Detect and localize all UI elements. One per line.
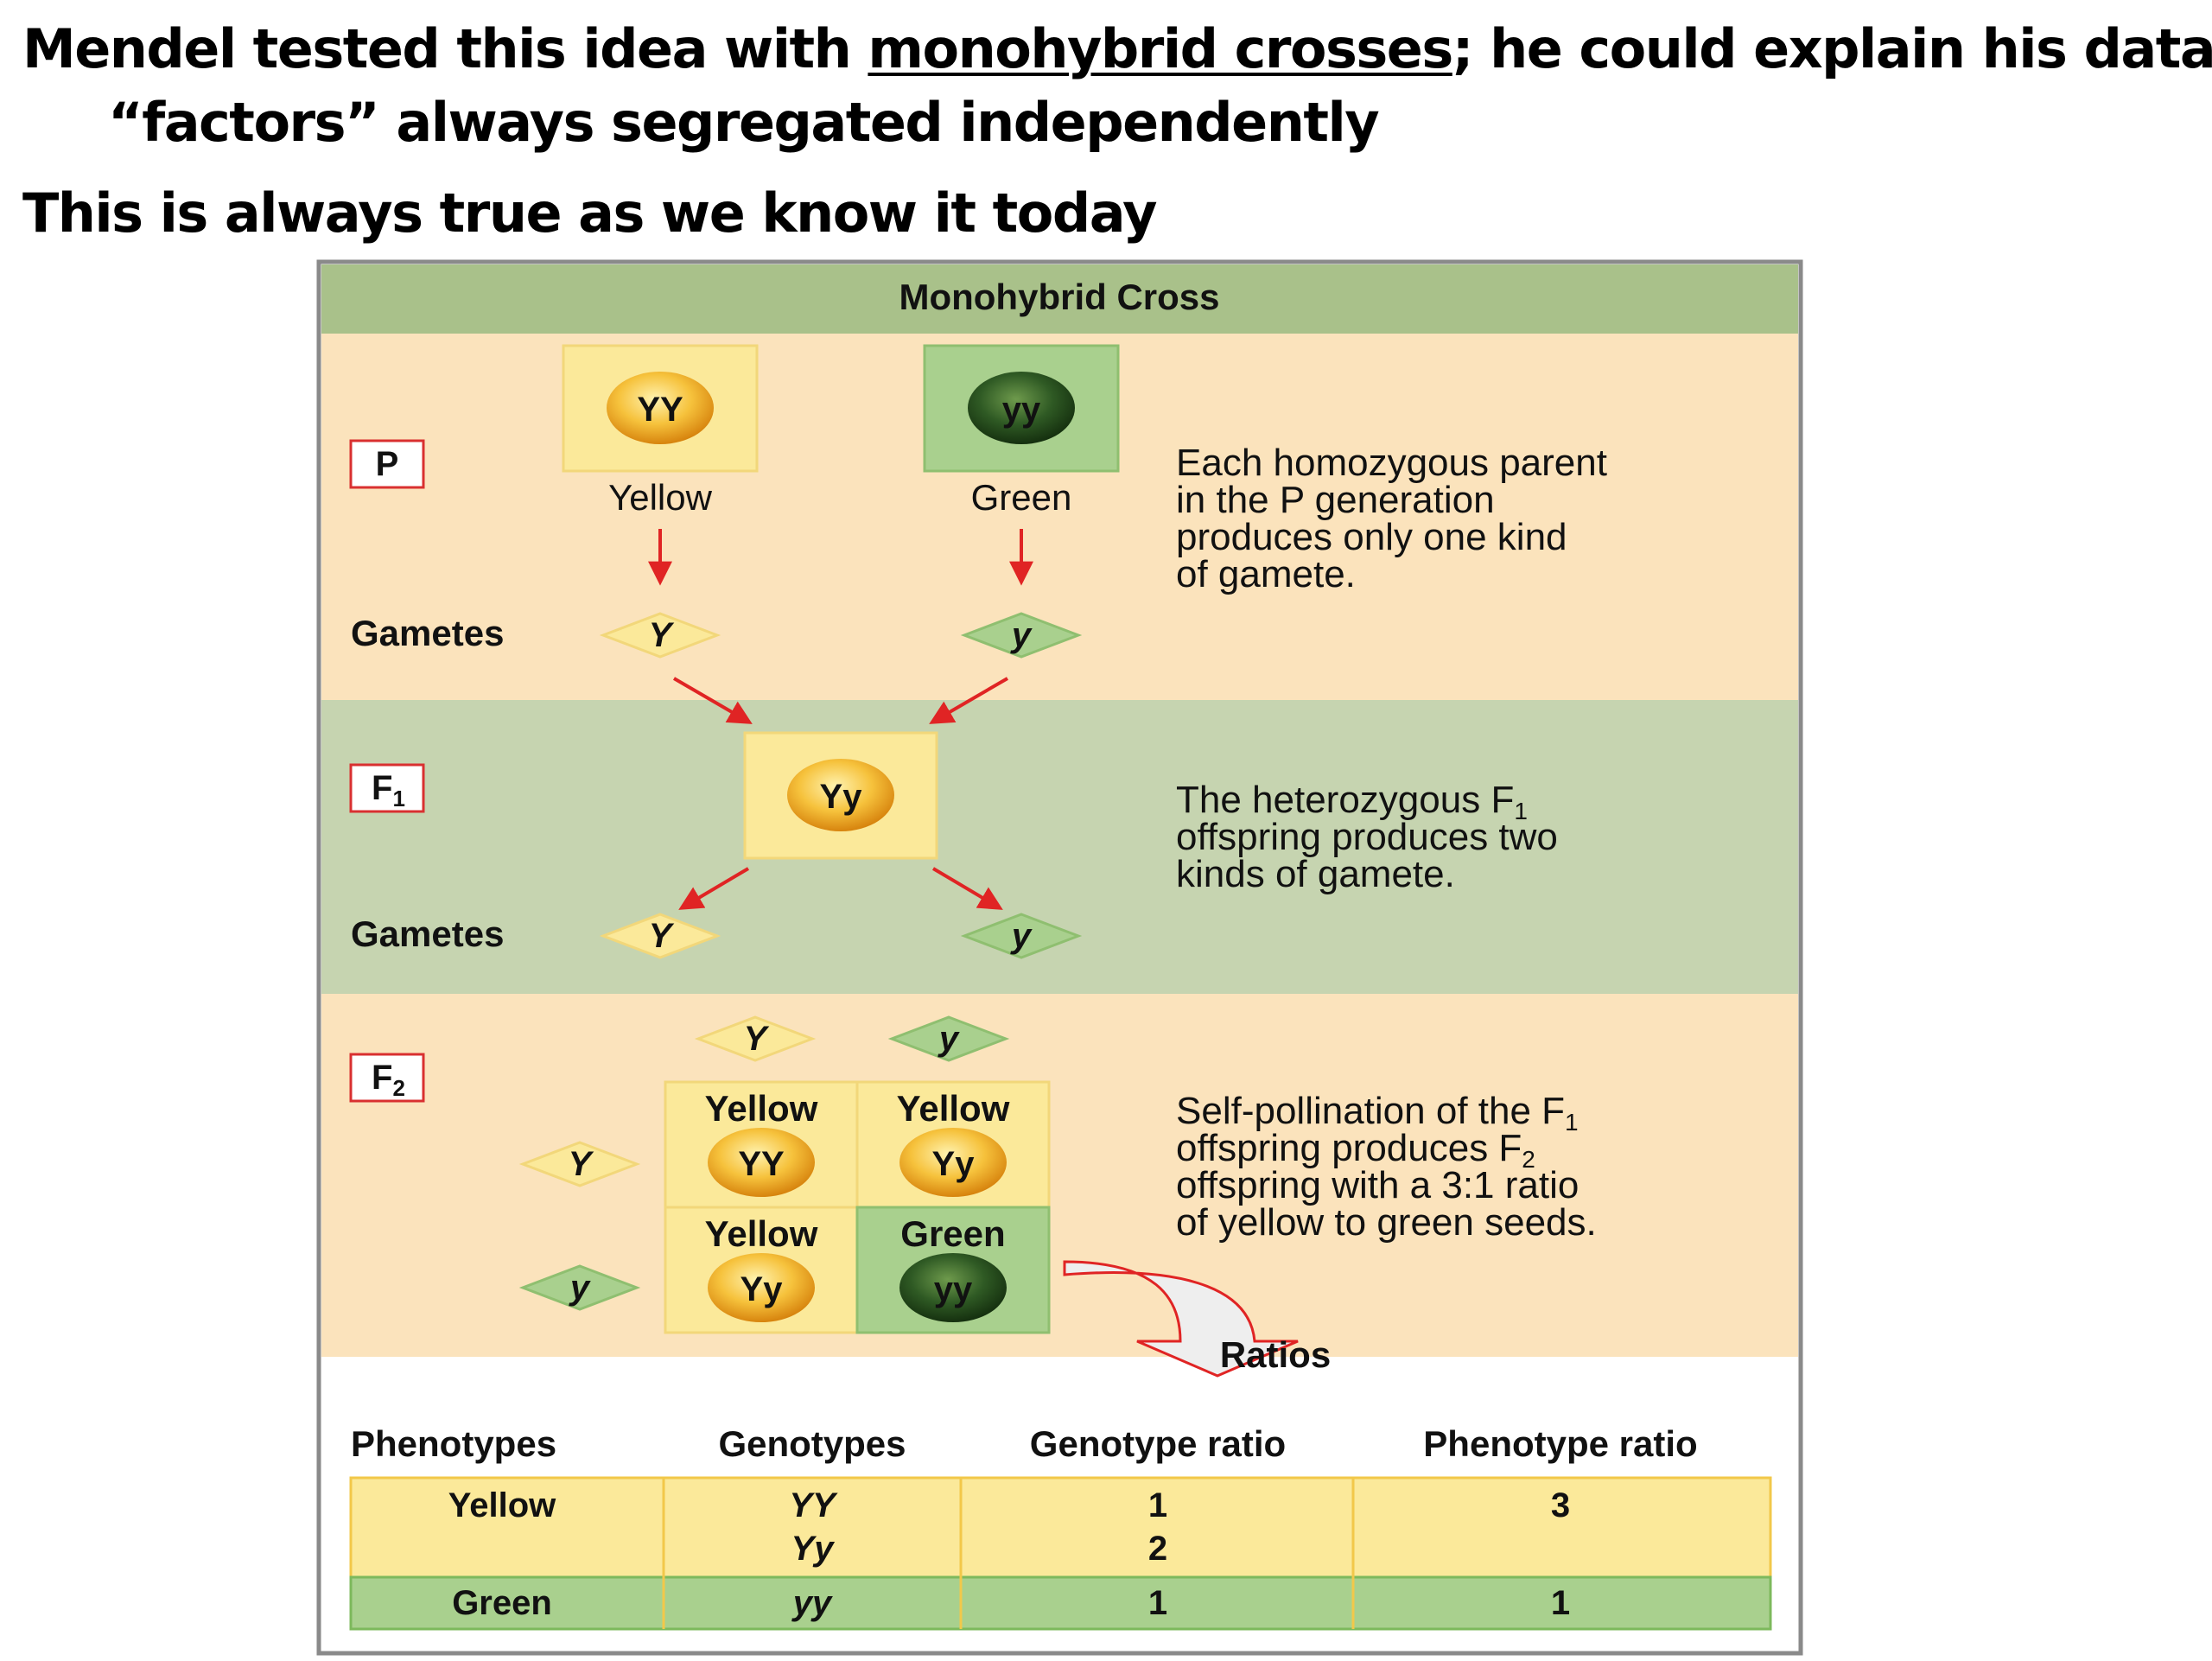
table-cell-genotype-ratio: 2 — [1148, 1530, 1167, 1568]
table-header-genotype-ratio: Genotype ratio — [1030, 1423, 1286, 1464]
green-seed-icon — [899, 1253, 1007, 1322]
parent-green-label: Green — [971, 477, 1072, 518]
f2-description: Self-pollination of the F1 offspring pro… — [1176, 1090, 1597, 1244]
gamete-y-diamond-icon — [960, 612, 1083, 659]
gamete-Y-diamond-icon — [694, 1015, 817, 1062]
f1-gamete-1: Y — [649, 917, 675, 955]
heading-text: ; he could explain his data if — [1452, 17, 2212, 80]
table-row — [349, 1575, 1772, 1631]
arrow-converge-icon — [672, 677, 753, 724]
title-band — [321, 264, 1798, 334]
f1-generation-label-box — [349, 763, 425, 813]
f1-gametes-label: Gametes — [351, 913, 504, 954]
parent-green-genotype: yy — [1002, 391, 1041, 429]
heading-line-3: This is always true as we know it today — [22, 181, 1158, 245]
punnett-cell-phenotype: Yellow — [705, 1088, 818, 1129]
p-gametes-label: Gametes — [351, 613, 504, 653]
yellow-seed-icon — [708, 1253, 815, 1322]
table-cell-genotype: YY — [789, 1486, 838, 1524]
table-cell-phenotype-ratio: 3 — [1551, 1486, 1570, 1524]
green-seed-icon — [968, 372, 1075, 444]
gamete-Y-diamond-icon — [518, 1141, 641, 1187]
f1-gamete-2: y — [1010, 917, 1033, 955]
yellow-seed-icon — [708, 1128, 815, 1197]
yellow-seed-icon — [607, 372, 714, 444]
ratios-arrow-icon — [1063, 1260, 1299, 1378]
punnett-cell-genotype: yy — [934, 1270, 973, 1308]
table-cell-phenotype: Yellow — [448, 1486, 556, 1524]
monohybrid-cross-figure: Monohybrid Cross P YY Yellow yy Green Ga… — [316, 259, 1805, 1661]
parent-yellow-genotype: YY — [637, 391, 683, 429]
f1-description: The heterozygous F1 offspring produces t… — [1176, 779, 1568, 895]
arrow-converge-icon — [929, 677, 1009, 724]
table-cell-phenotype: Green — [452, 1584, 552, 1622]
parent-yellow-label: Yellow — [608, 477, 713, 518]
gamete-y-diamond-icon — [887, 1015, 1010, 1062]
ratios-label: Ratios — [1220, 1334, 1331, 1375]
heading-line-1: Mendel tested this idea with monohybrid … — [22, 17, 2212, 80]
table-header-phenotype-ratio: Phenotype ratio — [1423, 1423, 1697, 1464]
p-generation-label: P — [376, 445, 399, 483]
arrow-diverge-icon — [678, 867, 750, 910]
table-cell-genotype: Yy — [791, 1530, 836, 1568]
table-cell-phenotype-ratio: 1 — [1551, 1584, 1570, 1622]
arrow-diverge-icon — [931, 867, 1003, 910]
gamete-y-diamond-icon — [518, 1264, 641, 1311]
p-gamete-1: Y — [649, 616, 675, 654]
parent-yellow-box — [562, 344, 759, 473]
p-gamete-2: y — [1010, 616, 1033, 654]
f1-genotype: Yy — [820, 778, 863, 816]
punnett-cell-phenotype: Yellow — [705, 1213, 818, 1254]
figure-title: Monohybrid Cross — [899, 277, 1219, 317]
f2-generation-label: F2 — [372, 1059, 405, 1101]
punnett-square: Yellow YY Yellow Yy Yellow Yy Green yy — [664, 1080, 1051, 1334]
punnett-cell-phenotype: Yellow — [897, 1088, 1010, 1129]
heading-text: Mendel tested this idea with — [22, 17, 868, 80]
figure-canvas: Monohybrid Cross P YY Yellow yy Green Ga… — [316, 259, 1803, 1656]
heading-link-monohybrid-crosses[interactable]: monohybrid crosses — [868, 17, 1453, 80]
ratio-table: Yellow YY Yy 1 2 3 Green yy 1 1 — [349, 1476, 1772, 1631]
table-cell-genotype: yy — [791, 1584, 833, 1622]
f1-generation-band — [321, 700, 1798, 994]
f2-generation-label-box — [349, 1053, 425, 1103]
punnett-cell-genotype: Yy — [932, 1145, 976, 1183]
f1-generation-label: F1 — [372, 769, 405, 811]
punnett-cell-genotype: YY — [738, 1145, 785, 1183]
f2-col-gamete-1: Y — [744, 1020, 770, 1058]
f2-col-gamete-2: y — [938, 1020, 960, 1058]
p-generation-label-box — [349, 439, 425, 489]
punnett-cell-phenotype: Green — [900, 1213, 1005, 1254]
table-header-phenotypes: Phenotypes — [351, 1423, 556, 1464]
p-description: Each homozygous parent in the P generati… — [1176, 442, 1618, 595]
table-header-genotypes: Genotypes — [718, 1423, 906, 1464]
f2-row-gamete-2: y — [569, 1269, 591, 1307]
yellow-seed-icon — [787, 759, 894, 831]
heading-line-2: “factors” always segregated independentl… — [108, 91, 1380, 154]
gamete-Y-diamond-icon — [599, 612, 721, 659]
gamete-y-diamond-icon — [960, 913, 1083, 959]
punnett-cell-genotype: Yy — [741, 1270, 784, 1308]
table-row — [349, 1476, 1772, 1579]
f2-row-gamete-1: Y — [569, 1145, 594, 1183]
gamete-Y-diamond-icon — [599, 913, 721, 959]
table-cell-genotype-ratio: 1 — [1148, 1486, 1167, 1524]
table-cell-genotype-ratio: 1 — [1148, 1584, 1167, 1622]
yellow-seed-icon — [899, 1128, 1007, 1197]
